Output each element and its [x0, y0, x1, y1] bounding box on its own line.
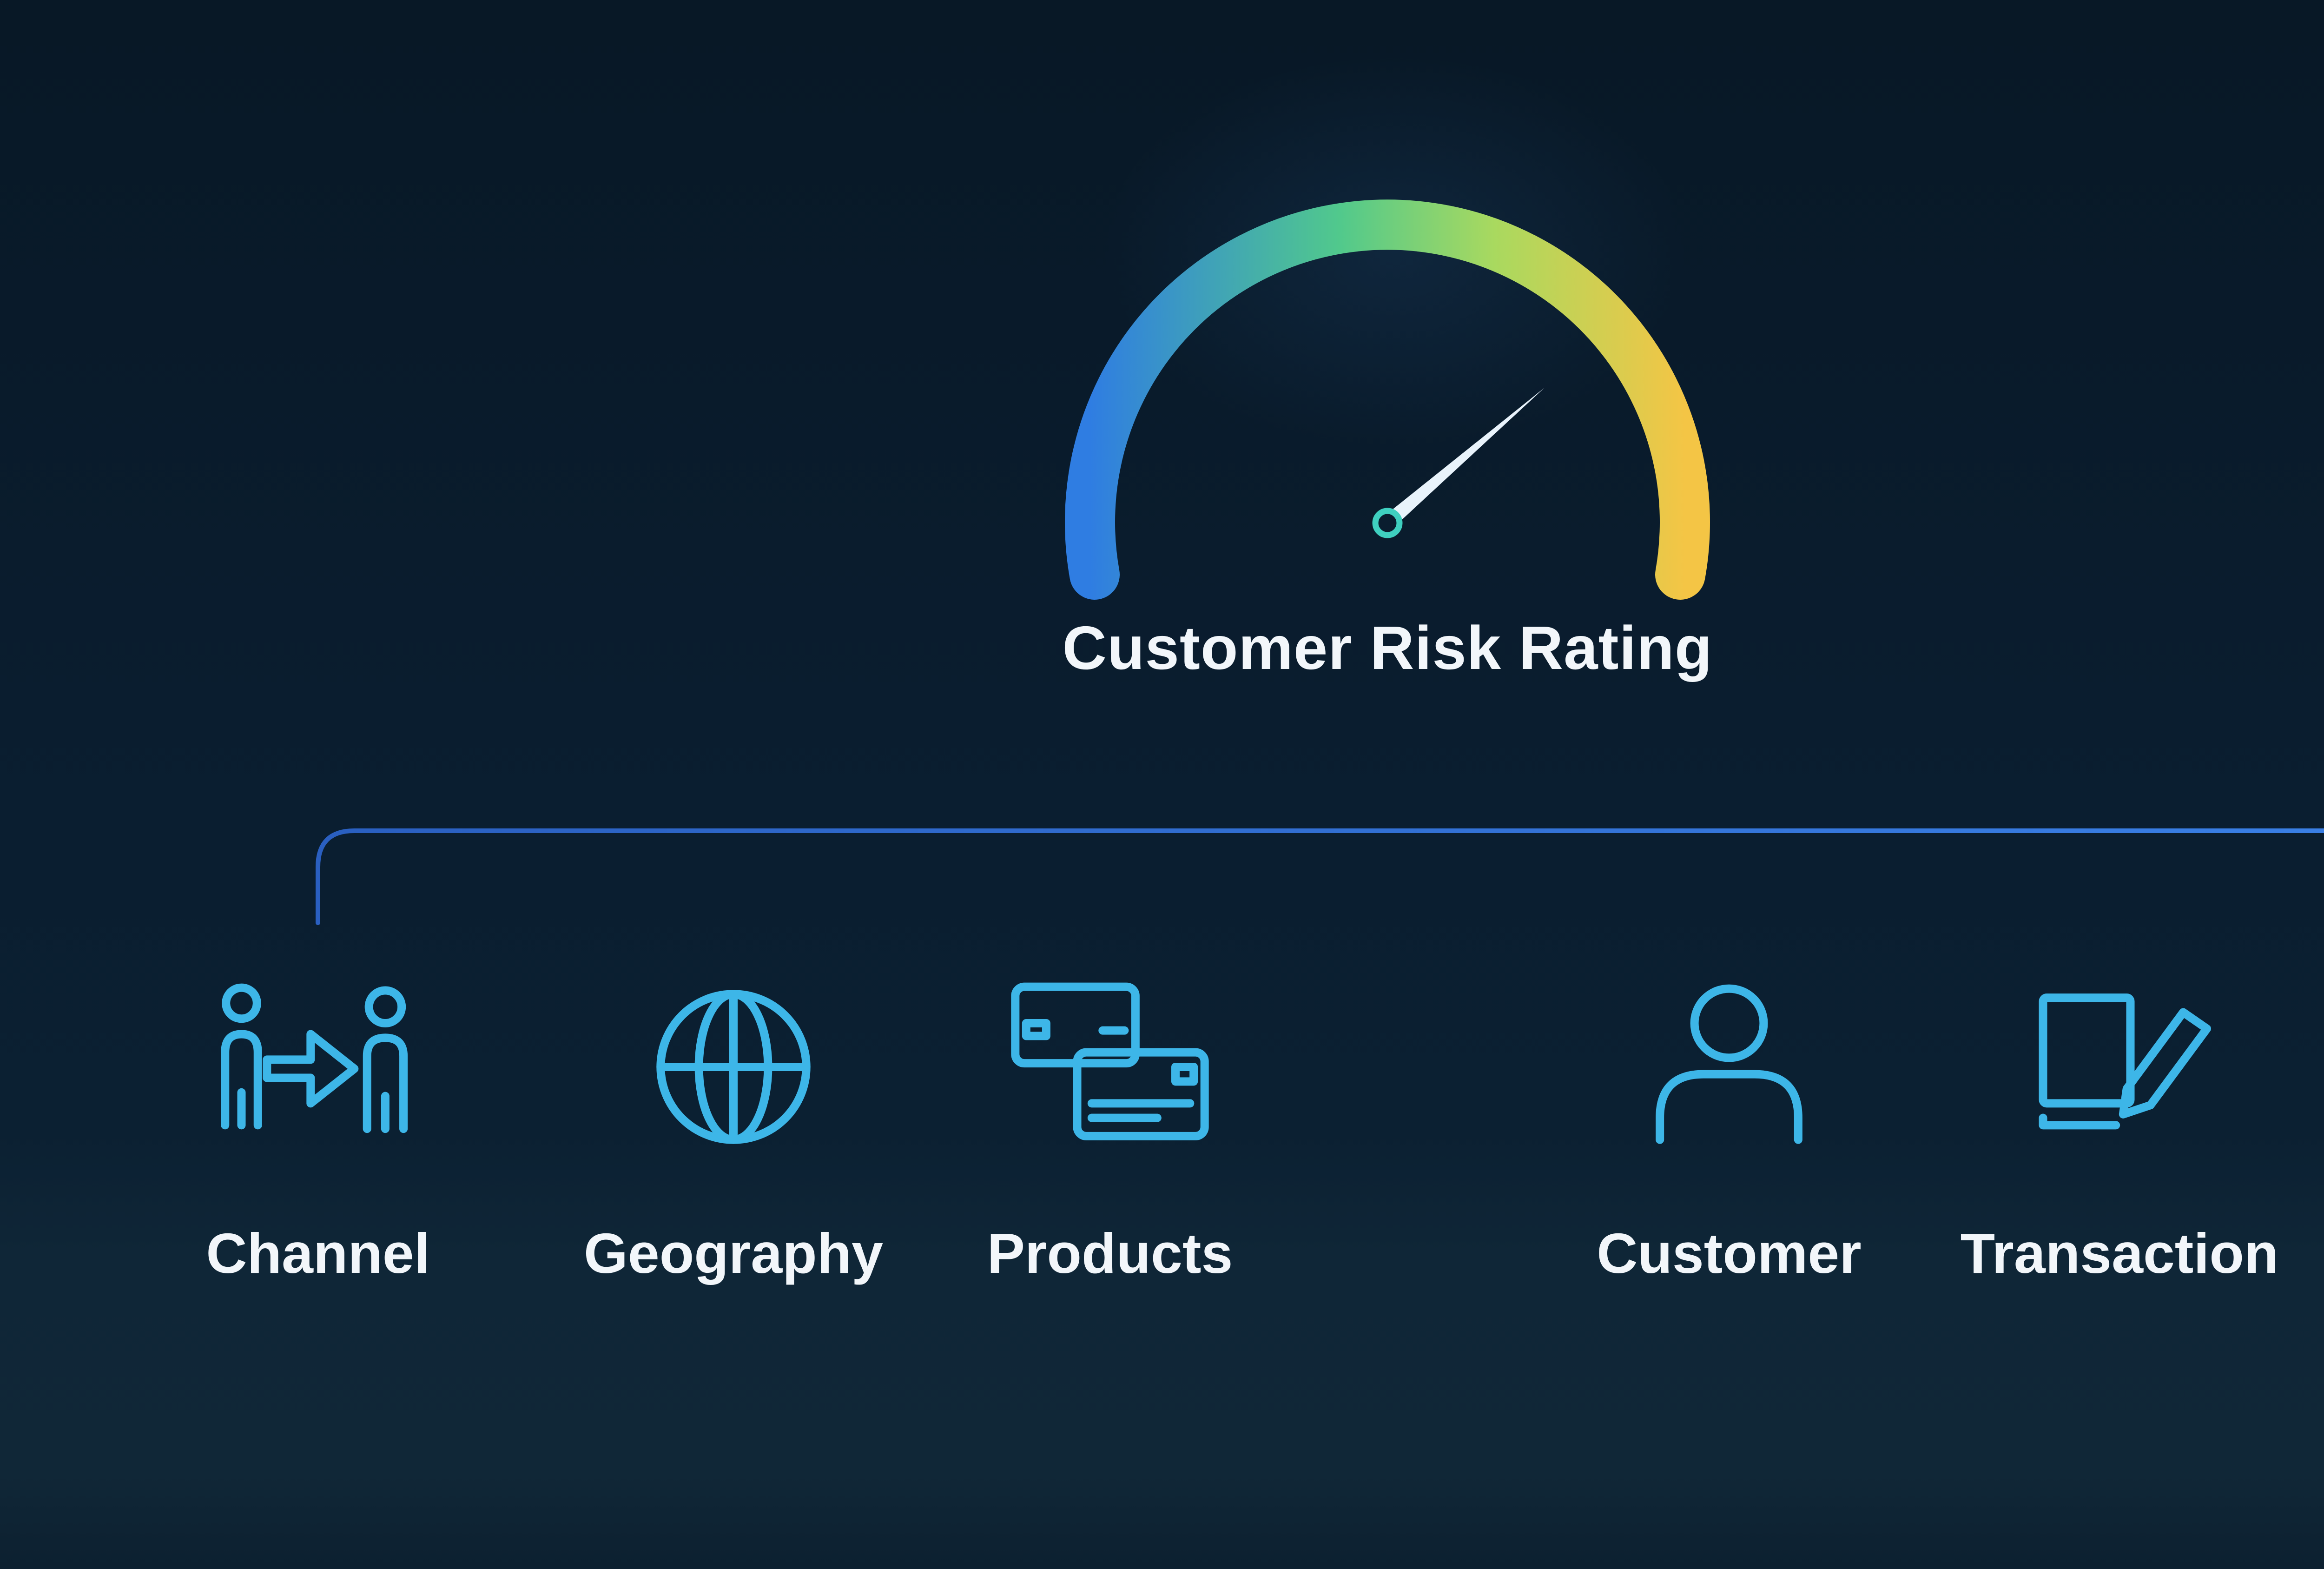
- factor-transaction: Transaction: [1887, 958, 2324, 1288]
- document-edit-icon: [2010, 958, 2229, 1176]
- credit-cards-icon: [1001, 958, 1219, 1176]
- connector-tree: [316, 772, 2324, 925]
- factor-label-transaction: Transaction: [1960, 1222, 2279, 1285]
- person-icon: [1620, 958, 1838, 1176]
- gauge-arc: [1065, 199, 1710, 600]
- factor-label-geography: Geography: [583, 1222, 883, 1285]
- factor-geography: Geography: [501, 958, 966, 1288]
- diagram-title: Customer Risk Rating: [1062, 614, 1713, 682]
- factor-products: Products: [878, 958, 1342, 1288]
- channel-people-arrow-icon: [209, 958, 427, 1176]
- tree-bracket-line: [316, 828, 2324, 925]
- factor-label-customer: Customer: [1597, 1222, 1862, 1285]
- globe-icon: [624, 958, 843, 1176]
- factor-channel: Channel: [86, 958, 550, 1288]
- gauge-hub: [1372, 508, 1403, 538]
- gauge-needle: [1382, 388, 1545, 529]
- factor-label-channel: Channel: [206, 1222, 430, 1285]
- risk-gauge-icon: [1065, 199, 1710, 600]
- factor-label-products: Products: [987, 1222, 1233, 1285]
- factor-customer: Customer: [1497, 958, 1961, 1288]
